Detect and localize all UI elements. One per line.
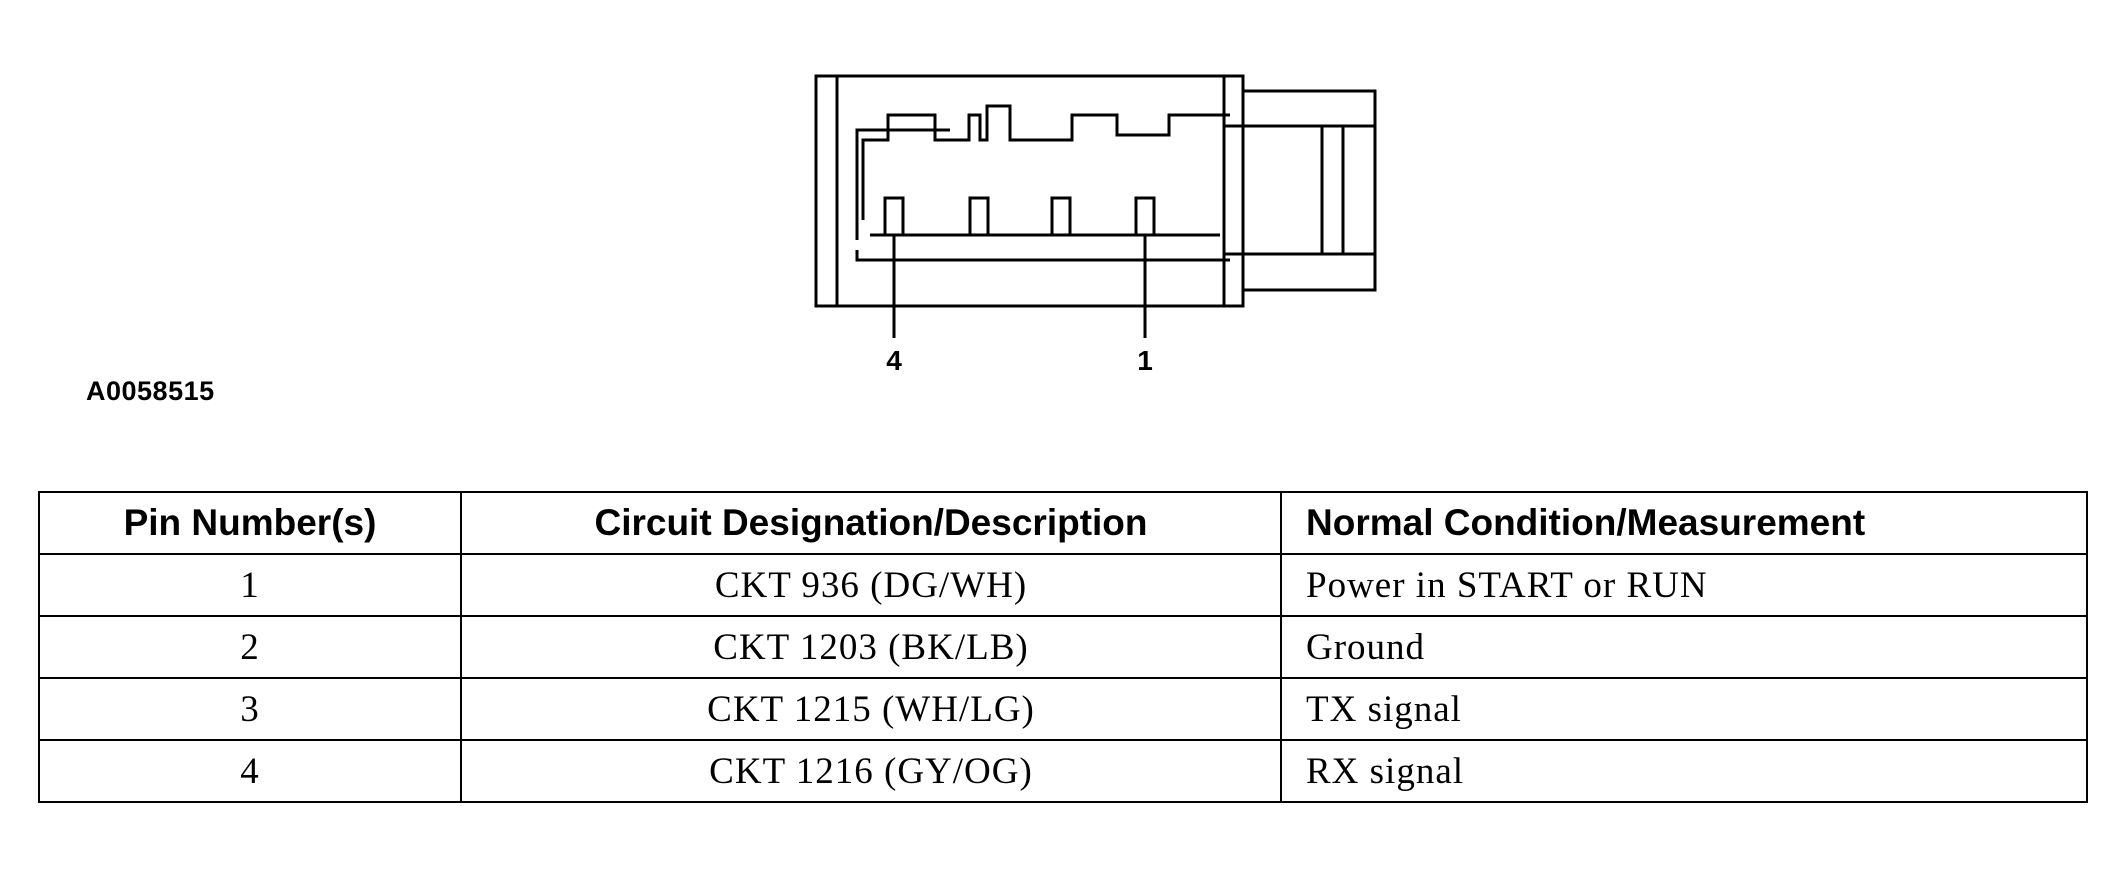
cell-circuit: CKT 936 (DG/WH) bbox=[460, 553, 1282, 617]
header-pin-number: Pin Number(s) bbox=[38, 491, 462, 555]
cavity-left-wall bbox=[855, 128, 950, 240]
connector-upper-keying bbox=[861, 104, 1230, 220]
connector-housing bbox=[814, 74, 1245, 308]
pin-table: Pin Number(s) Circuit Designation/Descri… bbox=[38, 491, 2088, 803]
connector-drawing: 4 1 bbox=[814, 74, 1377, 376]
cell-condition: RX signal bbox=[1280, 739, 2088, 803]
header-condition: Normal Condition/Measurement bbox=[1280, 491, 2088, 555]
cavity-floor bbox=[855, 250, 1230, 262]
cell-pin: 4 bbox=[38, 739, 462, 803]
table-row: 4 CKT 1216 (GY/OG) RX signal bbox=[38, 739, 2088, 803]
cell-pin: 2 bbox=[38, 615, 462, 679]
cell-condition: TX signal bbox=[1280, 677, 2088, 741]
terminal-pin-2 bbox=[1050, 196, 1072, 237]
terminal-pin-4 bbox=[883, 196, 905, 237]
cell-circuit: CKT 1216 (GY/OG) bbox=[460, 739, 1282, 803]
cell-condition: Ground bbox=[1280, 615, 2088, 679]
terminal-pin-1 bbox=[1134, 196, 1156, 237]
table-row: 3 CKT 1215 (WH/LG) TX signal bbox=[38, 677, 2088, 741]
figure-id: A0058515 bbox=[86, 376, 215, 406]
callout-label-pin-1: 1 bbox=[1137, 345, 1153, 376]
table-row: 1 CKT 936 (DG/WH) Power in START or RUN bbox=[38, 553, 2088, 617]
table-header-row: Pin Number(s) Circuit Designation/Descri… bbox=[38, 491, 2088, 555]
callout-label-pin-4: 4 bbox=[886, 345, 902, 376]
cell-circuit: CKT 1215 (WH/LG) bbox=[460, 677, 1282, 741]
cell-circuit: CKT 1203 (BK/LB) bbox=[460, 615, 1282, 679]
connector-diagram: 4 1 bbox=[800, 60, 1400, 400]
connector-latch bbox=[1243, 89, 1377, 292]
terminal-pin-3 bbox=[968, 196, 990, 237]
header-circuit: Circuit Designation/Description bbox=[460, 491, 1282, 555]
cell-pin: 3 bbox=[38, 677, 462, 741]
table-row: 2 CKT 1203 (BK/LB) Ground bbox=[38, 615, 2088, 679]
cell-condition: Power in START or RUN bbox=[1280, 553, 2088, 617]
cell-pin: 1 bbox=[38, 553, 462, 617]
